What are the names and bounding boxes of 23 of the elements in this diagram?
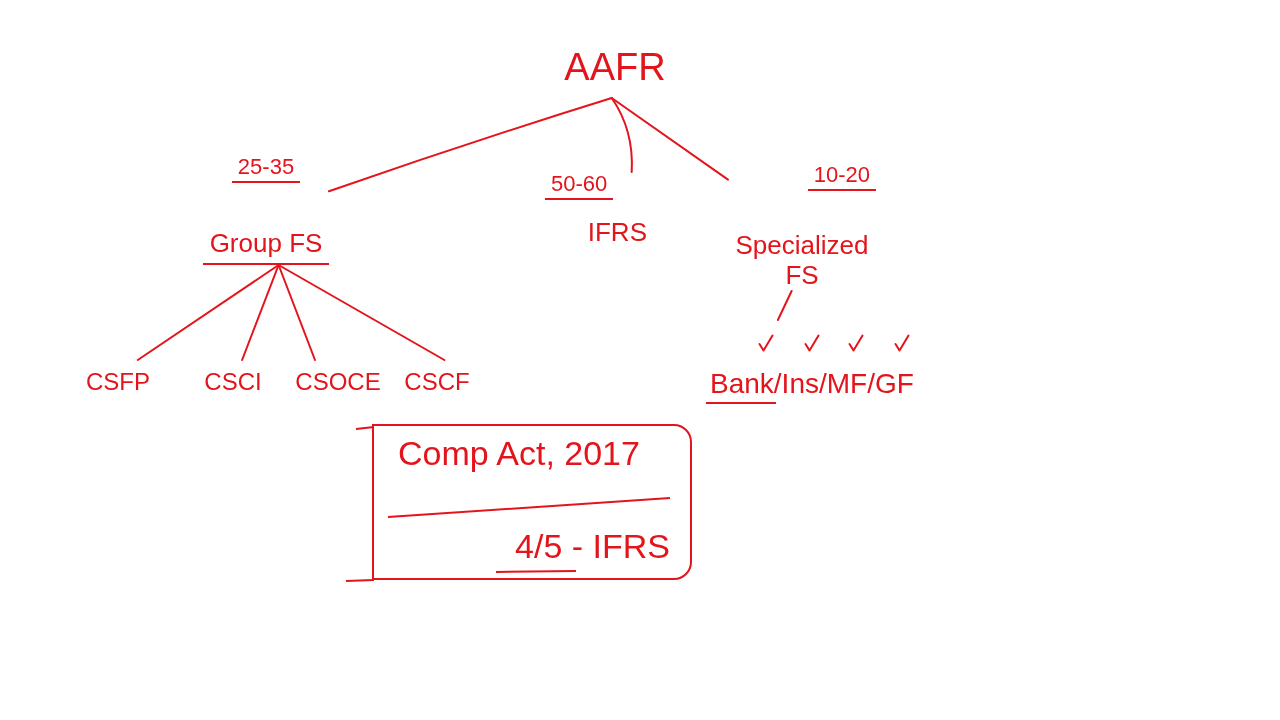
connector-line — [610, 97, 729, 181]
node-label: CSCF — [404, 368, 470, 396]
connector-line — [776, 290, 793, 321]
node-label: IFRS — [587, 218, 647, 248]
connector-line — [241, 264, 280, 361]
connector-line — [610, 97, 633, 173]
range-label: 50-60 — [545, 172, 614, 201]
connector-line — [328, 97, 613, 193]
note-text: 4/5 - IFRS — [515, 526, 670, 566]
node-label: Bank/Ins/MF/GF — [709, 367, 914, 400]
node-label: CSFP — [86, 368, 150, 396]
root-label: AAFR — [564, 46, 666, 90]
node-label: Specialized FS — [734, 231, 870, 291]
range-label: 25-35 — [231, 155, 301, 184]
note-box — [372, 424, 692, 580]
note-heading: Comp Act, 2017 — [398, 434, 640, 474]
node-label: Group FS — [203, 229, 329, 265]
node-label: CSOCE — [295, 368, 381, 396]
node-label: CSCI — [204, 368, 262, 396]
connector-line — [136, 264, 280, 361]
connector-line — [277, 264, 446, 361]
connector-line — [277, 264, 316, 361]
range-label: 10-20 — [807, 163, 876, 192]
